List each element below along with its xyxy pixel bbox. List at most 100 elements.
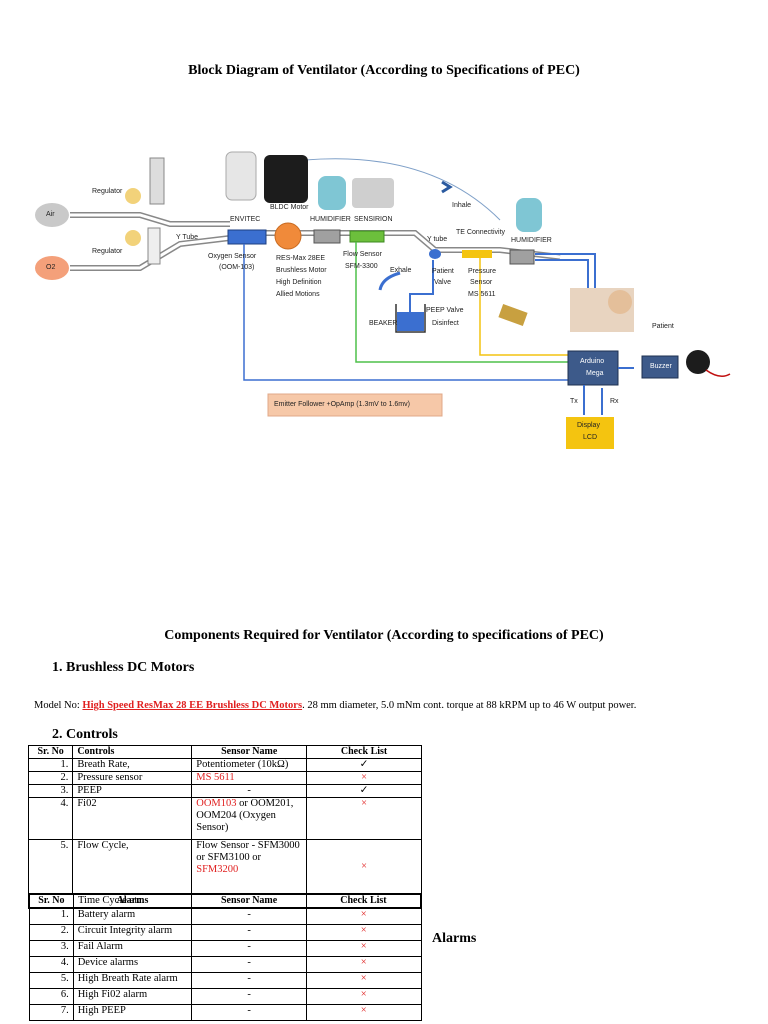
label-resmax-2: Brushless Motor <box>276 267 327 274</box>
table-row: 2. Circuit Integrity alarm - × <box>28 923 422 941</box>
te-chip-image <box>498 303 528 327</box>
display-lcd-block <box>566 417 614 449</box>
table-row: 4. Device alarms - × <box>28 955 422 973</box>
label-oom: (OOM-103) <box>219 264 255 271</box>
header-check-list: Check List <box>306 745 422 759</box>
table-row: 5. High Breath Rate alarm - × <box>28 971 422 989</box>
label-resmax-4: Allied Motions <box>276 291 320 298</box>
label-inhale: Inhale <box>452 202 472 209</box>
model-link[interactable]: High Speed ResMax 28 EE Brushless DC Mot… <box>82 700 303 711</box>
check-icon: ✓ <box>306 784 422 798</box>
row-sensor: - <box>191 784 308 798</box>
page-title: Block Diagram of Ventilator (According t… <box>188 63 580 78</box>
cross-icon: × <box>305 987 422 1005</box>
cross-icon: × <box>305 1003 422 1021</box>
oxygen-sensor-block <box>227 229 267 245</box>
cross-icon: × <box>306 771 422 785</box>
row-sensor: - <box>191 987 307 1005</box>
sensor-a: Flow Sensor - SFM3000 or SFM3100 or <box>196 840 300 863</box>
buzzer-block <box>641 355 679 379</box>
label-display: Display <box>577 422 600 429</box>
table-row: 6. High Fi02 alarm - × <box>28 987 422 1005</box>
row-control: Breath Rate, <box>72 758 193 772</box>
row-no: 1. <box>28 907 74 925</box>
label-patient: Patient <box>652 323 674 330</box>
label-y-tube-right: Y tube <box>427 236 448 243</box>
table-row: 3. PEEP - ✓ <box>27 784 422 798</box>
row-no: 2. <box>27 771 74 785</box>
label-pressure-2: Sensor <box>470 279 493 286</box>
row-sensor: - <box>191 907 307 925</box>
bldc-motor-block <box>274 222 302 250</box>
label-oxygen-sensor: Oxygen Sensor <box>208 253 257 260</box>
humidifier-block <box>313 229 341 244</box>
row-control: Fi02 <box>72 797 193 840</box>
humidifier-image <box>318 176 346 210</box>
label-tx: Tx <box>570 398 578 405</box>
table-row: 1. Battery alarm - × <box>28 907 422 925</box>
model-line: Model No: High Speed ResMax 28 EE Brushl… <box>34 700 636 711</box>
header-sr-no: Sr. No <box>28 893 74 909</box>
label-mega: Mega <box>586 370 604 377</box>
row-alarm: High PEEP <box>72 1003 193 1021</box>
label-exhale: Exhale <box>390 267 412 274</box>
header-check-list: Check List <box>305 893 422 909</box>
table-row: 3. Fail Alarm - × <box>28 939 422 957</box>
row-no: 1. <box>27 758 74 772</box>
label-buzzer: Buzzer <box>650 363 672 370</box>
row-sensor: OOM103 or OOM201, OOM204 (Oxygen Sensor) <box>191 797 308 840</box>
label-disinfect: Disinfect <box>432 320 459 327</box>
table-row: 1. Breath Rate, Potentiometer (10kΩ) ✓ <box>27 758 422 772</box>
header-sensor-name: Sensor Name <box>191 745 308 759</box>
header-alarms: Alarms <box>72 893 193 909</box>
cross-icon: × <box>306 839 422 894</box>
controls-header-row: Sr. No Controls Sensor Name Check List <box>27 745 422 759</box>
label-y-tube-left: Y Tube <box>176 234 199 241</box>
row-control: Pressure sensor <box>72 771 193 785</box>
section-2-heading: 2. Controls <box>52 727 118 742</box>
cross-icon: × <box>305 939 422 957</box>
label-arduino: Arduino <box>580 358 605 365</box>
label-patient-valve-1: Patient <box>432 268 454 275</box>
cross-icon: × <box>305 923 422 941</box>
section-1-heading: 1. Brushless DC Motors <box>52 660 195 675</box>
header-controls: Controls <box>72 745 193 759</box>
regulator-bottom-icon <box>125 230 141 246</box>
header-sensor-name: Sensor Name <box>191 893 307 909</box>
label-te-connectivity: TE Connectivity <box>456 229 506 236</box>
row-sensor: MS 5611 <box>191 771 308 785</box>
row-no: 4. <box>28 955 74 973</box>
label-humidifier2: HUMIDIFIER <box>511 237 552 244</box>
cross-icon: × <box>305 955 422 973</box>
label-lcd: LCD <box>583 434 598 441</box>
row-sensor: - <box>191 971 307 989</box>
air-source <box>35 203 69 227</box>
alarms-table: Sr. No Alarms Sensor Name Check List 1. … <box>28 893 422 1021</box>
label-rx: Rx <box>610 398 619 405</box>
row-no: 3. <box>28 939 74 957</box>
humidifier2-image <box>516 198 542 232</box>
emitter-follower-block <box>267 393 443 417</box>
label-flow-sensor: Flow Sensor <box>343 251 382 258</box>
arduino-block <box>567 350 619 386</box>
cross-icon: × <box>305 907 422 925</box>
label-sfm: SFM-3300 <box>345 263 378 270</box>
row-no: 2. <box>28 923 74 941</box>
label-humidifier: HUMIDIFIER <box>310 216 351 223</box>
label-peep-valve: PEEP Valve <box>426 307 464 314</box>
ventilator-block-diagram: Air O2 Regulator Regulator Y Tube ENVITE… <box>30 130 742 460</box>
table-row: 7. High PEEP - × <box>28 1003 422 1021</box>
sensor-red: SFM3200 <box>196 864 239 875</box>
humidifier2-block <box>509 249 535 265</box>
row-alarm: Battery alarm <box>72 907 193 925</box>
controls-table: Sr. No Controls Sensor Name Check List 1… <box>27 745 422 894</box>
row-sensor: - <box>191 955 307 973</box>
bldc-motor-image <box>264 155 308 203</box>
label-regulator-bottom: Regulator <box>92 248 123 255</box>
label-pressure-1: Pressure <box>468 268 497 275</box>
model-rest: . 28 mm diameter, 5.0 mNm cont. torque a… <box>302 700 637 711</box>
cross-icon: × <box>305 971 422 989</box>
regulator-top-icon <box>125 188 141 204</box>
label-envitec: ENVITEC <box>230 216 261 223</box>
row-no: 3. <box>27 784 74 798</box>
